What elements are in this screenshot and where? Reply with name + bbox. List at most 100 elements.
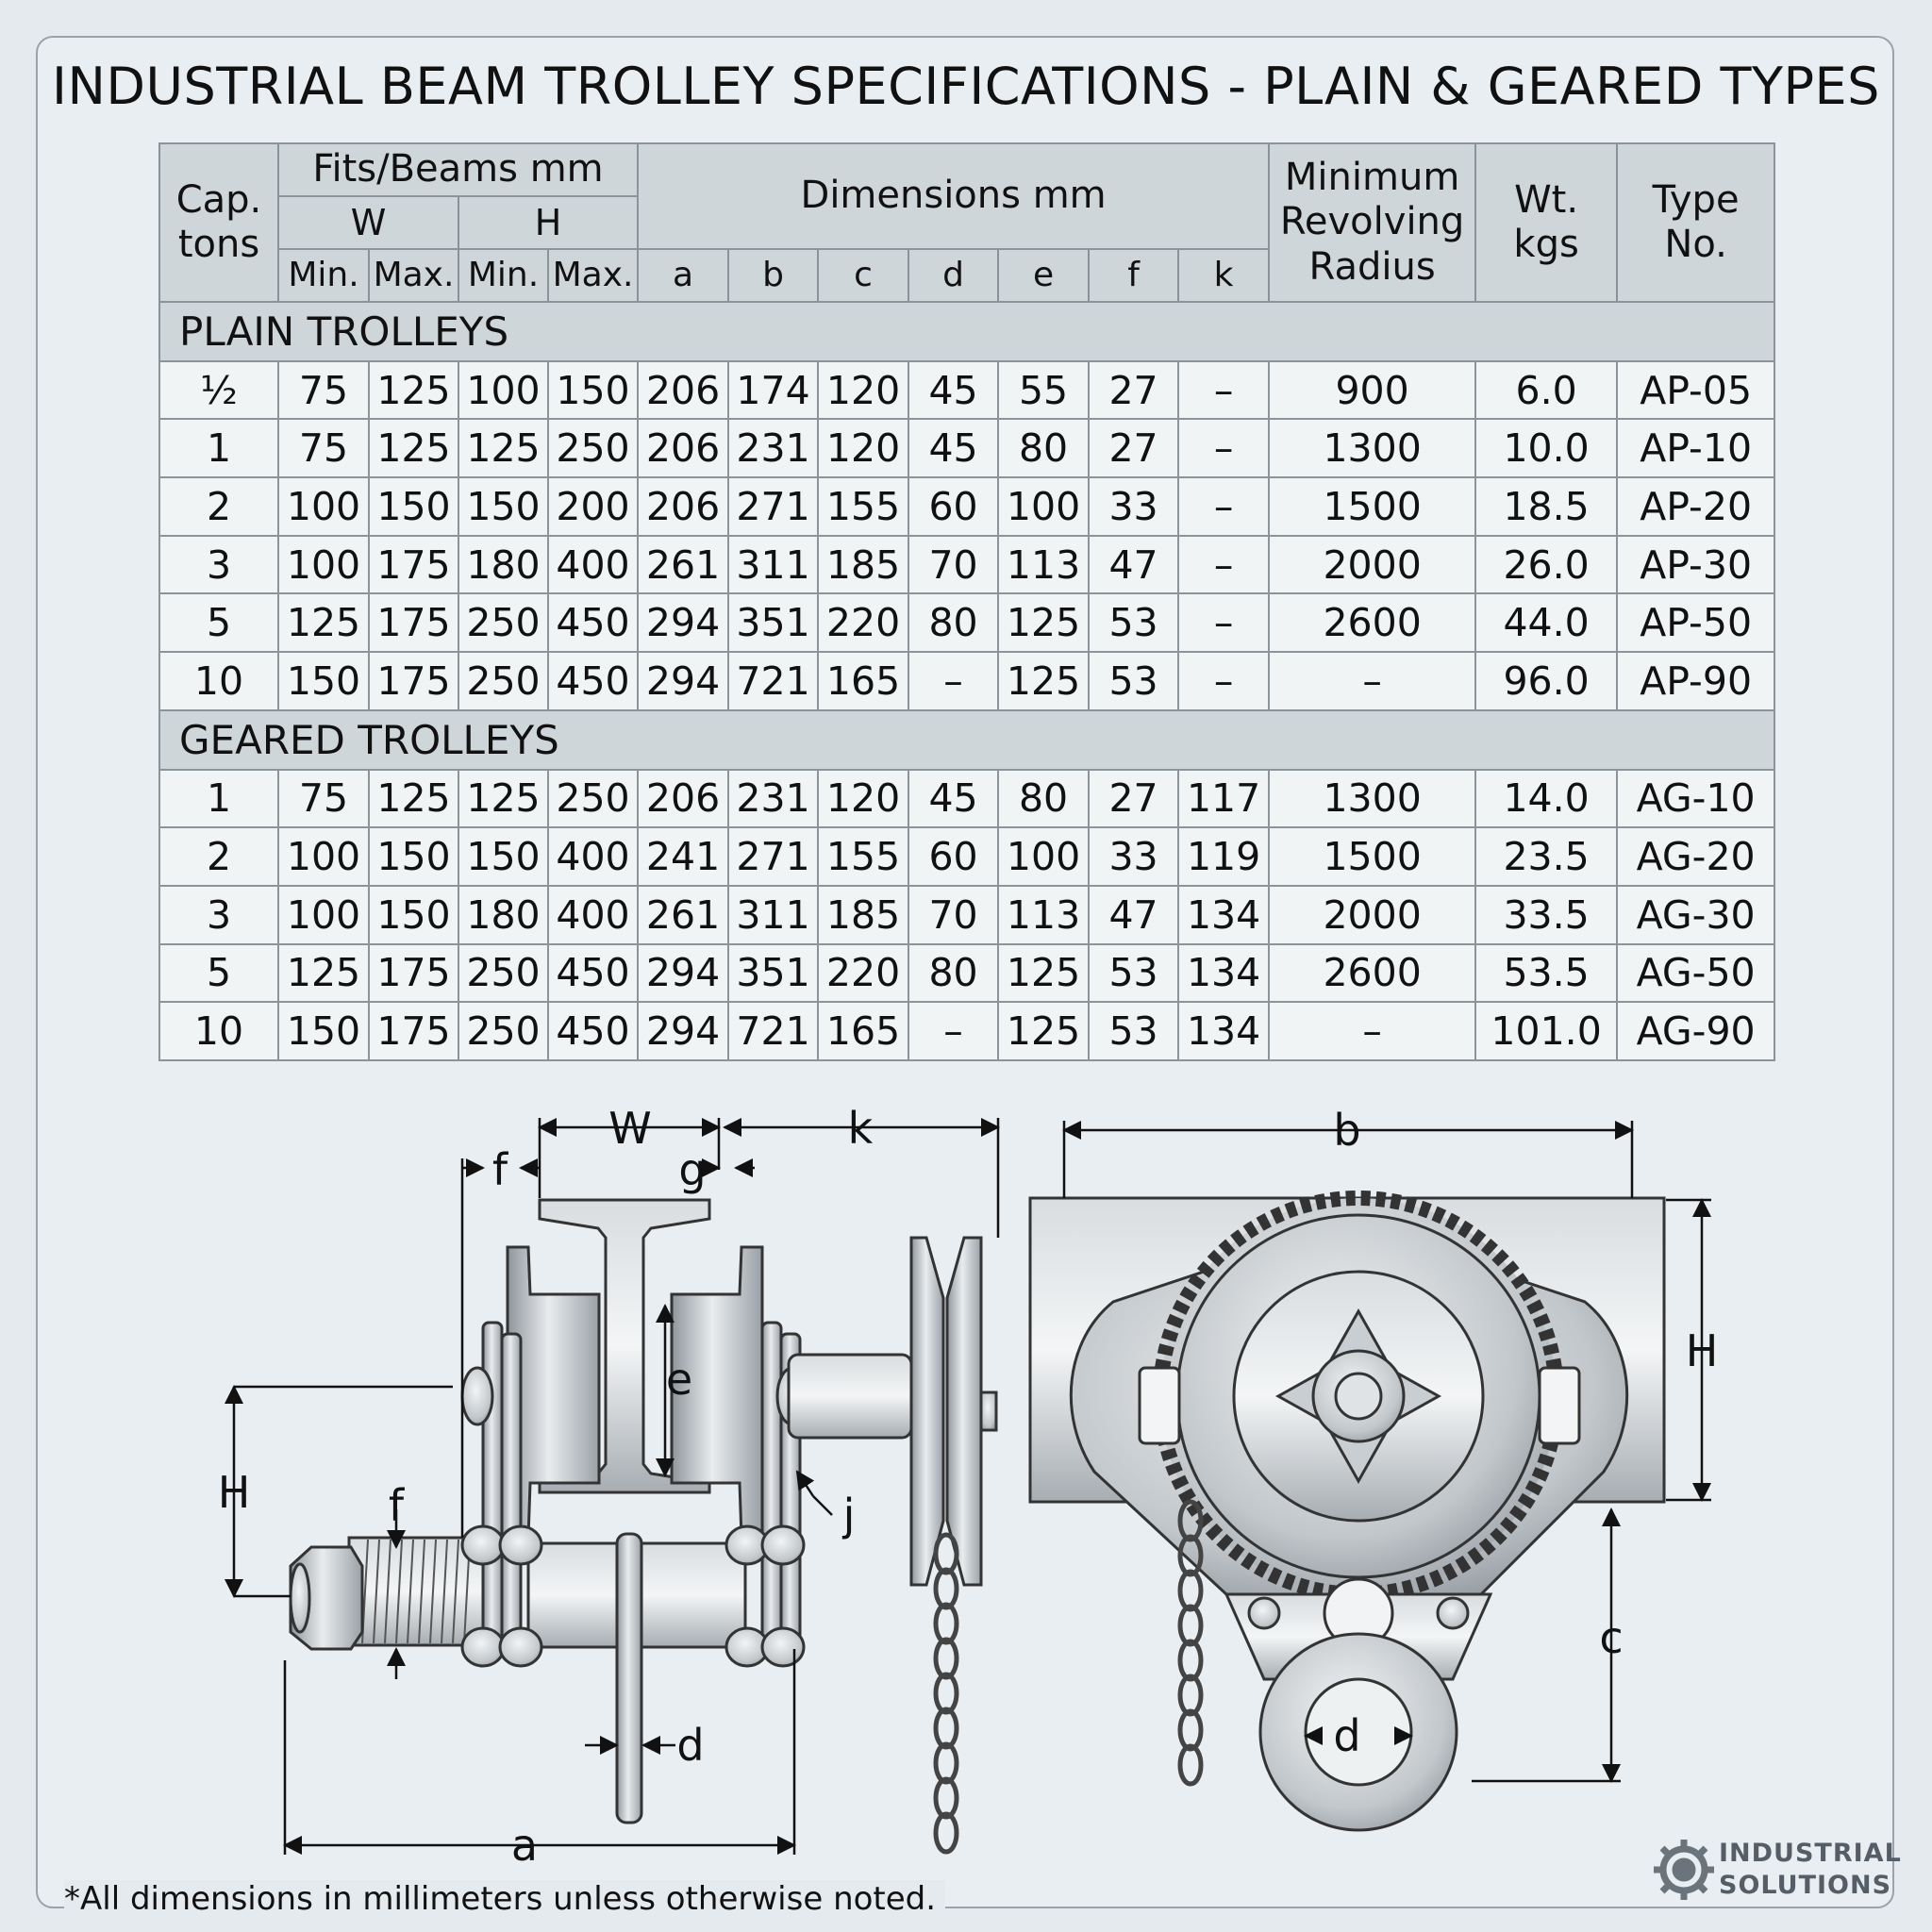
table-cell: 721 <box>727 1001 820 1061</box>
label-f-left: f <box>389 1480 406 1531</box>
table-cell: 134 <box>1177 884 1271 945</box>
table-cell: 45 <box>908 418 1000 479</box>
front-view-trolley <box>1028 1191 1666 1832</box>
table-cell: 60 <box>908 826 1000 887</box>
table-cell: 125 <box>368 768 459 829</box>
header-h-max: Max. <box>546 248 640 303</box>
table-cell: 241 <box>637 826 730 887</box>
header-cap: Cap. tons <box>158 142 279 303</box>
header-dim-b: b <box>727 248 820 303</box>
table-cell: 125 <box>997 592 1091 654</box>
table-cell: 2000 <box>1268 884 1477 945</box>
logo-text: INDUSTRIAL SOLUTIONS <box>1719 1838 1902 1902</box>
table-cell: 120 <box>817 418 910 479</box>
table-cell: 47 <box>1088 884 1180 945</box>
logo-line-1: INDUSTRIAL <box>1719 1839 1902 1868</box>
table-cell: 14.0 <box>1474 768 1619 829</box>
label-f-top: f <box>492 1144 509 1195</box>
table-cell: AP-20 <box>1616 476 1776 537</box>
table-cell: AP-10 <box>1616 418 1776 479</box>
table-cell: 400 <box>546 884 640 945</box>
table-cell: 45 <box>908 768 1000 829</box>
table-cell: AP-30 <box>1616 534 1776 595</box>
table-cell: 150 <box>277 1001 370 1061</box>
section-label: PLAIN TROLLEYS <box>158 301 1776 362</box>
table-cell: 60 <box>908 476 1000 537</box>
table-cell: – <box>1177 534 1271 595</box>
label-b: b <box>1333 1105 1360 1156</box>
table-cell: – <box>1268 651 1477 711</box>
table-cell: 96.0 <box>1474 651 1619 711</box>
table-cell: 120 <box>817 359 910 421</box>
logo-line-2: SOLUTIONS <box>1719 1871 1892 1900</box>
table-cell: 175 <box>368 651 459 711</box>
table-cell: – <box>1177 418 1271 479</box>
table-cell: 2 <box>158 826 279 887</box>
side-hand-chain <box>933 1532 959 1855</box>
table-cell: 75 <box>277 768 370 829</box>
table-cell: 250 <box>546 418 640 479</box>
header-dim-c: c <box>817 248 910 303</box>
table-cell: 294 <box>637 1001 730 1061</box>
table-cell: 180 <box>458 534 549 595</box>
header-dim-a: a <box>637 248 730 303</box>
label-w: W <box>608 1103 651 1154</box>
spec-table: Cap. tons Fits/Beams mm Dimensions mm Mi… <box>158 142 1776 1061</box>
label-d-side: d <box>676 1720 704 1771</box>
table-cell: 2 <box>158 476 279 537</box>
table-cell: 1500 <box>1268 476 1477 537</box>
table-cell: 6.0 <box>1474 359 1619 421</box>
table-cell: 175 <box>368 1001 459 1061</box>
table-cell: 450 <box>546 942 640 1004</box>
table-cell: 100 <box>997 476 1091 537</box>
table-cell: 155 <box>817 476 910 537</box>
hand-wheel <box>909 1236 945 1587</box>
table-cell: 250 <box>458 942 549 1004</box>
table-cell: AG-50 <box>1616 942 1776 1004</box>
header-dim-d: d <box>908 248 1000 303</box>
table-cell: – <box>1177 359 1271 421</box>
table-cell: – <box>1268 1001 1477 1061</box>
table-cell: 100 <box>458 359 549 421</box>
label-k: k <box>848 1103 874 1154</box>
table-cell: – <box>908 1001 1000 1061</box>
table-cell: 206 <box>637 476 730 537</box>
table-cell: 27 <box>1088 418 1180 479</box>
table-cell: 113 <box>997 534 1091 595</box>
table-cell: 271 <box>727 476 820 537</box>
table-cell: 45 <box>908 359 1000 421</box>
header-radius: Minimum Revolving Radius <box>1268 142 1477 303</box>
i-beam <box>538 1198 711 1494</box>
table-cell: 2000 <box>1268 534 1477 595</box>
table-cell: 200 <box>546 476 640 537</box>
load-plate <box>615 1532 643 1824</box>
page-title: INDUSTRIAL BEAM TROLLEY SPECIFICATIONS -… <box>52 57 1880 116</box>
table-cell: 400 <box>546 826 640 887</box>
table-cell: 5 <box>158 592 279 654</box>
table-cell: 294 <box>637 651 730 711</box>
table-cell: 125 <box>997 1001 1091 1061</box>
label-e: e <box>666 1354 692 1405</box>
table-cell: 80 <box>908 942 1000 1004</box>
table-cell: 3 <box>158 884 279 945</box>
table-cell: 150 <box>368 826 459 887</box>
table-cell: 125 <box>458 418 549 479</box>
header-h: H <box>457 195 640 250</box>
table-cell: – <box>1177 592 1271 654</box>
table-cell: 185 <box>817 884 910 945</box>
table-cell: 311 <box>727 884 820 945</box>
table-cell: 351 <box>727 942 820 1004</box>
table-cell: 174 <box>727 359 820 421</box>
table-cell: 47 <box>1088 534 1180 595</box>
table-cell: 53 <box>1088 592 1180 654</box>
table-cell: 180 <box>458 884 549 945</box>
table-cell: 80 <box>908 592 1000 654</box>
header-dim-e: e <box>997 248 1091 303</box>
table-cell: 33 <box>1088 476 1180 537</box>
table-cell: 250 <box>458 592 549 654</box>
table-cell: AG-30 <box>1616 884 1776 945</box>
